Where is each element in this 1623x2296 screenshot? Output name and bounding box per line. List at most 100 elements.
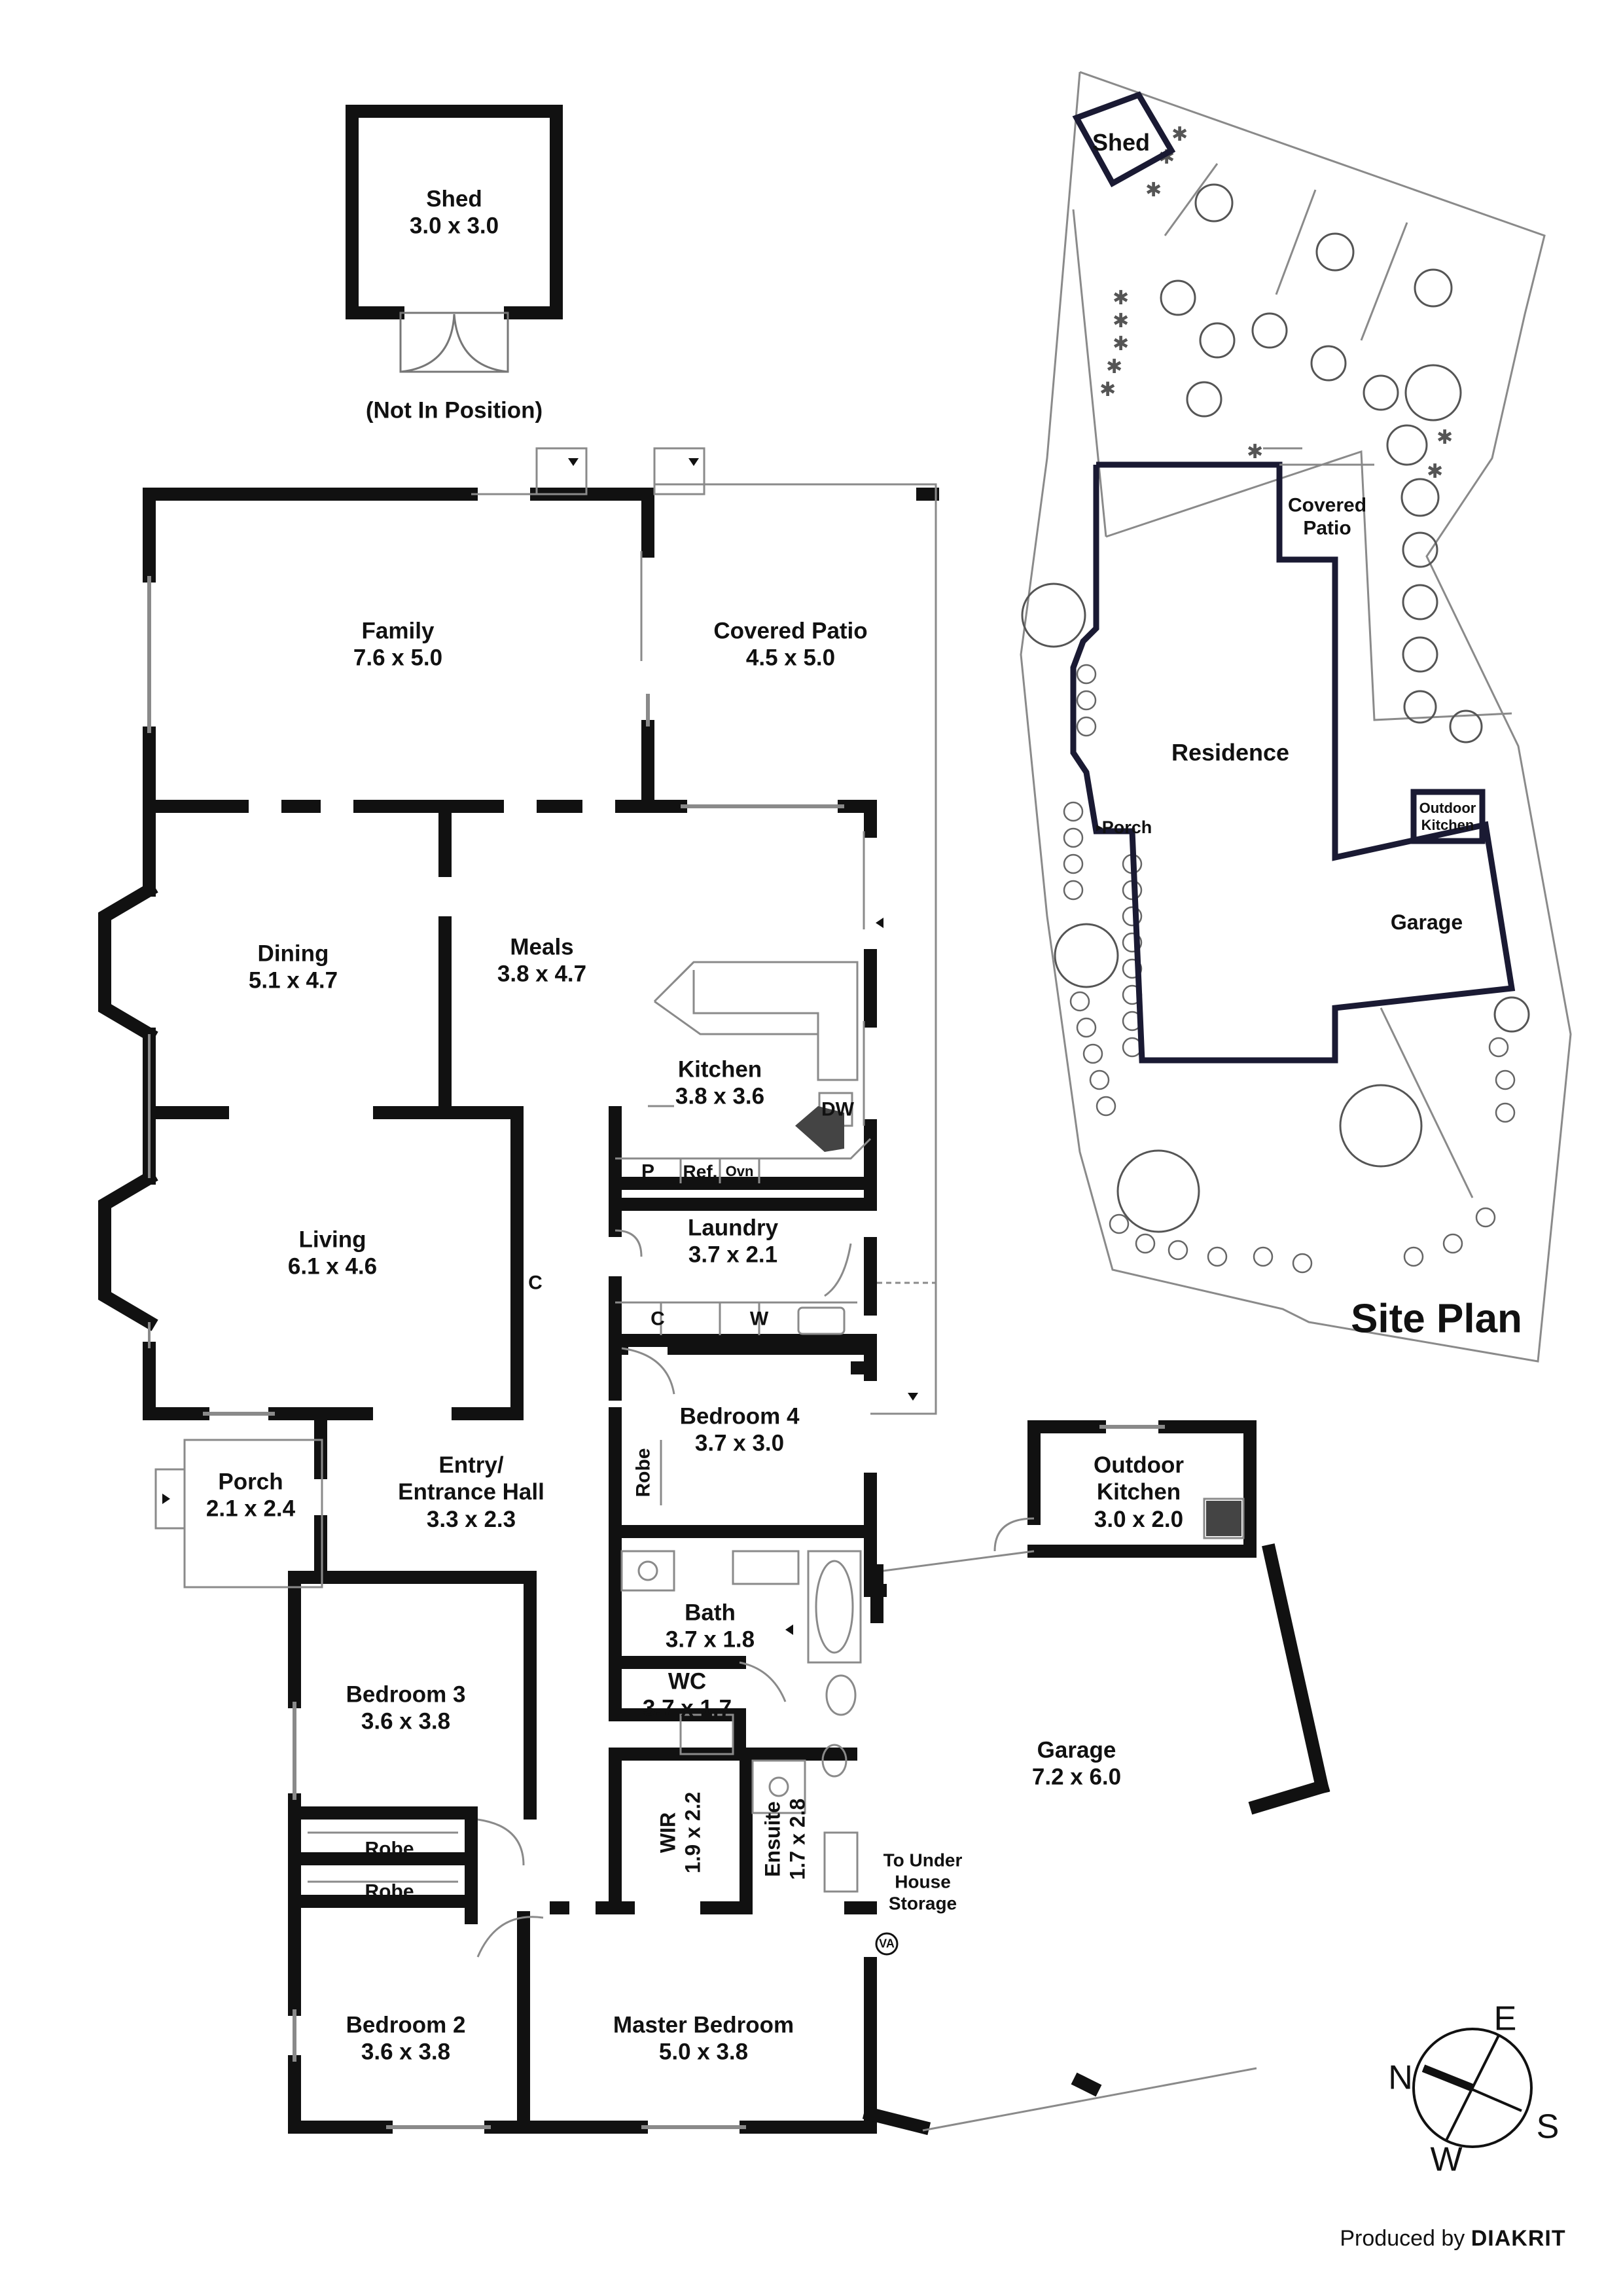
site-outdoor-kitchen-text: Outdoor Kitchen <box>1419 800 1476 833</box>
room-name: Entry/ <box>438 1452 504 1479</box>
room-wir: WIR 1.9 x 2.2 <box>656 1792 705 1874</box>
room-dims: 4.5 x 5.0 <box>745 645 836 671</box>
room-name: Porch <box>218 1469 283 1495</box>
site-garage-text: Garage <box>1390 910 1463 935</box>
room-name: Outdoor <box>1093 1452 1185 1479</box>
house-thin-lines <box>147 447 937 2129</box>
room-bath: Bath 3.7 x 1.8 <box>666 1600 755 1654</box>
shed-label: Shed 3.0 x 3.0 <box>410 186 499 240</box>
room-dims: 3.3 x 2.3 <box>426 1506 516 1532</box>
garage-thin-lines <box>883 1425 1257 2132</box>
svg-text:✱: ✱ <box>1106 355 1122 378</box>
room-name-line-2: Entrance Hall <box>398 1479 544 1505</box>
producer-brand: DIAKRIT <box>1471 2225 1566 2251</box>
site-boundary <box>1020 71 1572 1363</box>
room-name-line-2: Kitchen <box>1096 1479 1181 1505</box>
svg-text:✱: ✱ <box>1427 460 1443 483</box>
robe-bedroom-4-label: Robe <box>632 1448 654 1498</box>
room-dims: 3.0 x 2.0 <box>1094 1506 1184 1532</box>
room-wc: WC 3.7 x 1.7 <box>643 1668 732 1723</box>
room-bedroom-2: Bedroom 2 3.6 x 3.8 <box>346 2012 466 2066</box>
va-marker <box>875 1932 899 1956</box>
room-dims: 3.7 x 3.0 <box>694 1431 785 1456</box>
room-name: Bath <box>685 1600 736 1626</box>
laundry-cupboard-label: C <box>651 1308 665 1330</box>
room-dims: 3.6 x 3.8 <box>361 2039 451 2065</box>
room-name: Bedroom 4 <box>679 1403 800 1429</box>
room-living: Living 6.1 x 4.6 <box>288 1227 377 1281</box>
cooktops <box>795 1106 1241 1536</box>
room-meals: Meals 3.8 x 4.7 <box>497 934 586 988</box>
room-kitchen: Kitchen 3.8 x 3.6 <box>675 1056 764 1111</box>
cupboard-label: C <box>528 1272 543 1294</box>
room-ensuite: Ensuite 1.7 x 2.8 <box>760 1799 810 1880</box>
robe-bedroom-3-label: Robe <box>365 1838 414 1860</box>
site-shed-label: Shed <box>1092 129 1150 156</box>
room-name: Covered Patio <box>713 618 868 644</box>
house-walls <box>98 488 939 2134</box>
room-dims: 3.7 x 1.7 <box>642 1696 732 1721</box>
svg-text:✱: ✱ <box>1099 378 1116 401</box>
site-residence-text: Residence <box>1171 738 1290 766</box>
room-dims: 7.2 x 6.0 <box>1031 1765 1122 1790</box>
room-name: Master Bedroom <box>613 2012 794 2038</box>
shed-doors <box>399 312 509 373</box>
site-outdoor-kitchen-label: Outdoor Kitchen <box>1415 800 1480 834</box>
room-name: Dining <box>257 941 329 967</box>
compass-s: S <box>1536 2108 1560 2146</box>
room-dims: 5.0 x 3.8 <box>658 2039 749 2065</box>
room-dims: 7.6 x 5.0 <box>353 645 443 671</box>
robe-bedroom-2-label: Robe <box>365 1880 414 1903</box>
site-plan-title: Site Plan <box>1351 1296 1522 1342</box>
room-name: WIR <box>656 1812 680 1854</box>
room-family: Family 7.6 x 5.0 <box>353 618 442 672</box>
room-dims: 3.7 x 1.8 <box>665 1627 755 1653</box>
room-name: WC <box>668 1668 707 1695</box>
site-garage-label: Garage <box>1391 910 1463 935</box>
pantry-label: P <box>641 1160 655 1183</box>
site-buildings <box>1070 91 1516 1064</box>
room-dims: 3.8 x 3.6 <box>675 1084 765 1109</box>
site-trees <box>1021 183 1530 1233</box>
fridge-label: Ref. <box>683 1161 718 1182</box>
room-name: Kitchen <box>677 1056 762 1083</box>
under-house-storage-text: To Under House Storage <box>883 1850 963 1914</box>
producer-prefix: Produced by <box>1340 2225 1465 2251</box>
shed-note: (Not In Position) <box>366 397 543 423</box>
compass-w: W <box>1430 2140 1463 2179</box>
room-dims: 5.1 x 4.7 <box>248 968 338 994</box>
room-name: Bedroom 2 <box>346 2012 466 2038</box>
site-covered-patio-text: Covered Patio <box>1287 494 1367 539</box>
room-dims: 2.1 x 2.4 <box>205 1496 296 1522</box>
room-dining: Dining 5.1 x 4.7 <box>249 941 338 995</box>
producer-credit: Produced by DIAKRIT <box>1340 2225 1565 2251</box>
room-name: Meals <box>510 934 574 960</box>
room-name: Garage <box>1037 1737 1116 1763</box>
washer-label: W <box>749 1308 769 1330</box>
room-dims: 1.7 x 2.8 <box>785 1798 809 1880</box>
site-covered-patio-label: Covered Patio <box>1278 494 1376 541</box>
svg-text:✱: ✱ <box>1113 287 1129 310</box>
compass-n: N <box>1388 2058 1413 2097</box>
compass-e: E <box>1493 2000 1517 2038</box>
site-porch-label: Porch <box>1102 817 1152 838</box>
door-arrows <box>162 458 1103 1635</box>
site-hedges <box>1063 664 1516 1274</box>
va-label: VA <box>879 1937 895 1950</box>
room-name: Ensuite <box>760 1801 785 1877</box>
room-covered-patio: Covered Patio 4.5 x 5.0 <box>713 618 867 672</box>
garage-walls <box>862 1420 1330 2136</box>
room-outdoor-kitchen: Outdoor Kitchen 3.0 x 2.0 <box>1094 1452 1184 1533</box>
site-residence-label: Residence <box>1171 739 1289 766</box>
svg-text:✱: ✱ <box>1145 179 1162 202</box>
site-porch-text: Porch <box>1101 817 1152 838</box>
svg-text:✱: ✱ <box>1247 440 1263 463</box>
room-dims: 1.9 x 2.2 <box>681 1791 704 1874</box>
room-bedroom-3: Bedroom 3 3.6 x 3.8 <box>346 1681 466 1736</box>
room-bedroom-4: Bedroom 4 3.7 x 3.0 <box>680 1403 800 1458</box>
room-porch: Porch 2.1 x 2.4 <box>206 1469 295 1523</box>
under-house-storage-label: To Under House Storage <box>874 1849 972 1914</box>
room-name: Laundry <box>687 1215 779 1241</box>
room-dims: 3.7 x 2.1 <box>688 1242 778 1268</box>
